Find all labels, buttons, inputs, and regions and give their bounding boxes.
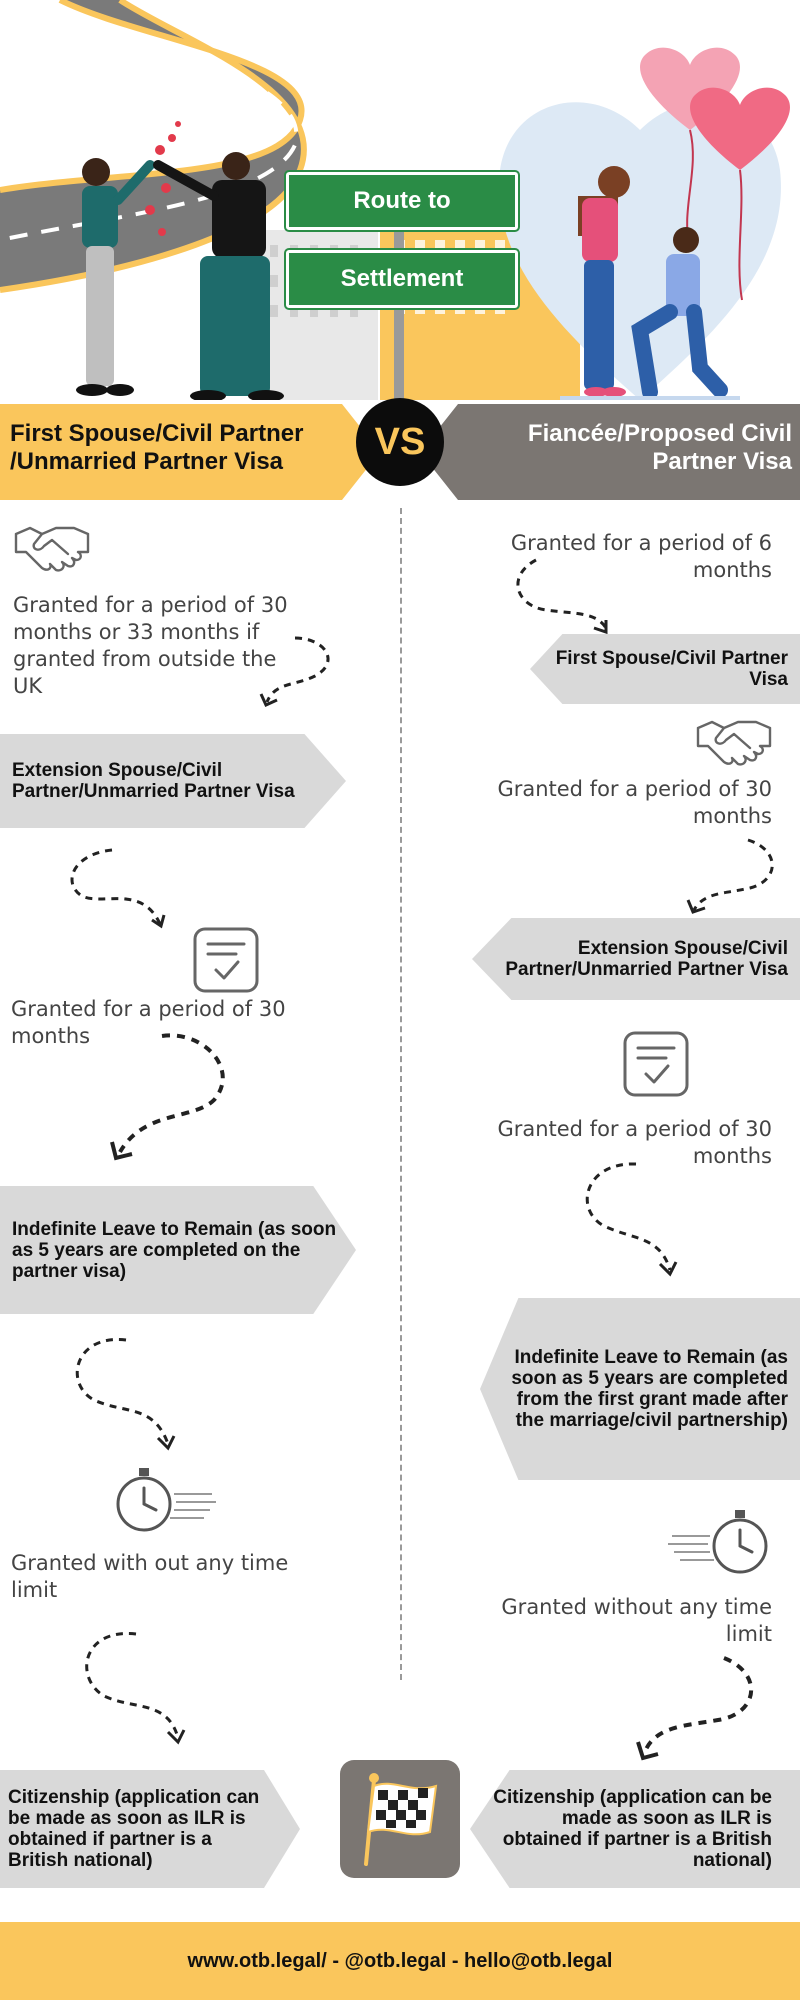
dashed-arrow-icon: [259, 636, 330, 707]
dashed-arrow-icon: [75, 1338, 176, 1451]
stopwatch-icon: [668, 1510, 768, 1574]
checklist-icon: [193, 927, 259, 993]
dashed-arrow-icon: [585, 1162, 678, 1277]
checklist-icon: [623, 1031, 689, 1097]
left-step4-chevron: Indefinite Leave to Remain (as soon as 5…: [0, 1186, 356, 1314]
left-step4-label: Indefinite Leave to Remain (as soon as 5…: [12, 1218, 337, 1282]
route-sign-top: Route to: [284, 170, 520, 232]
finish-badge: [340, 1760, 460, 1878]
footer-contact-text: www.otb.legal/ - @otb.legal - hello@otb.…: [187, 1949, 613, 1972]
dashed-arrow-icon: [516, 558, 608, 635]
right-step7-text: Granted without any time limit: [501, 1595, 772, 1646]
checkered-flag-icon: [364, 1773, 438, 1866]
left-step5-text: Granted with out any time limit: [11, 1551, 289, 1602]
hero-illustration: Route to Settlement: [0, 0, 800, 400]
dashed-arrow-icon: [686, 838, 774, 914]
right-step2-label: First Spouse/Civil Partner Visa: [555, 648, 788, 690]
right-step8-chevron: Citizenship (application can be made as …: [470, 1770, 800, 1888]
sign-text-bottom: Settlement: [340, 265, 464, 292]
left-visa-title: First Spouse/Civil Partner /Unmarried Pa…: [10, 420, 304, 475]
right-visa-title: Fiancée/Proposed Civil Partner Visa: [527, 420, 792, 475]
center-divider: [400, 508, 402, 1680]
right-step4-chevron: Extension Spouse/Civil Partner/Unmarried…: [472, 918, 800, 1000]
left-step2-label: Extension Spouse/Civil Partner/Unmarried…: [12, 760, 295, 802]
dashed-arrow-icon: [110, 1033, 225, 1161]
vs-badge: VS: [356, 398, 444, 486]
right-step2-chevron: First Spouse/Civil Partner Visa: [530, 634, 800, 704]
right-step8-label: Citizenship (application can be made as …: [493, 1787, 772, 1871]
dashed-arrow-icon: [636, 1656, 753, 1761]
sign-text-top: Route to: [353, 187, 451, 214]
left-step1-text: Granted for a period of 30 months or 33 …: [13, 593, 288, 698]
dashed-arrow-icon: [85, 1632, 186, 1745]
right-step6-label: Indefinite Leave to Remain (as soon as 5…: [511, 1347, 788, 1431]
right-visa-banner: [420, 404, 800, 500]
left-visa-banner: [0, 404, 380, 500]
dashed-arrow-icon: [70, 848, 166, 929]
left-step6-label: Citizenship (application can be made as …: [8, 1787, 260, 1871]
right-step3-text: Granted for a period of 30 months: [497, 777, 772, 828]
right-step6-chevron: Indefinite Leave to Remain (as soon as 5…: [480, 1298, 800, 1480]
left-step3-text: Granted for a period of 30 months: [11, 997, 286, 1048]
handshake-icon: [14, 526, 90, 572]
left-step2-chevron: Extension Spouse/Civil Partner/Unmarried…: [0, 734, 346, 828]
footer-bar: www.otb.legal/ - @otb.legal - hello@otb.…: [0, 1922, 800, 2000]
vs-label: VS: [374, 420, 426, 463]
right-step5-text: Granted for a period of 30 months: [497, 1117, 772, 1168]
route-sign-bottom: Settlement: [284, 248, 520, 310]
stopwatch-icon: [116, 1468, 216, 1532]
right-step1-text: Granted for a period of 6 months: [510, 531, 772, 582]
left-step6-chevron: Citizenship (application can be made as …: [0, 1770, 300, 1888]
handshake-icon: [696, 720, 772, 766]
right-step4-label: Extension Spouse/Civil Partner/Unmarried…: [505, 938, 788, 980]
